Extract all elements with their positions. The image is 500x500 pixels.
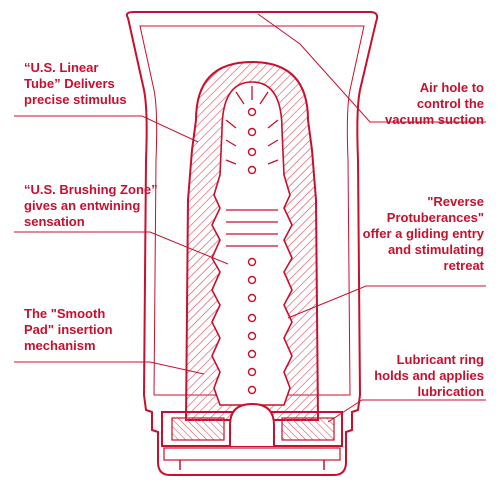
leader-reverse	[287, 285, 486, 319]
label-reverse-protuberances: "Reverse Protuberances" offer a gliding …	[362, 194, 484, 273]
leader-smooth-pad	[14, 361, 205, 375]
ribs	[226, 209, 278, 247]
label-brushing-zone: “U.S. Brushing Zone” gives an entwining …	[24, 182, 158, 229]
leader-lines	[14, 13, 486, 423]
label-linear-tube: “U.S. Linear Tube” Delivers precise stim…	[24, 60, 127, 107]
label-smooth-pad: The "Smooth Pad" insertion mechanism	[24, 306, 113, 353]
label-lubricant-ring: Lubricant ring holds and applies lubrica…	[374, 352, 484, 399]
outer-shell	[125, 11, 379, 476]
leader-brushing-zone	[14, 231, 229, 265]
leader-air-hole	[257, 13, 486, 123]
leader-linear-tube	[14, 115, 199, 143]
channel-dots	[247, 107, 257, 395]
brushing-zone-spikes	[225, 86, 279, 165]
leader-lubricant	[327, 399, 486, 423]
label-air-hole: Air hole to control the vacuum suction	[385, 80, 484, 127]
base-ring	[161, 402, 343, 470]
